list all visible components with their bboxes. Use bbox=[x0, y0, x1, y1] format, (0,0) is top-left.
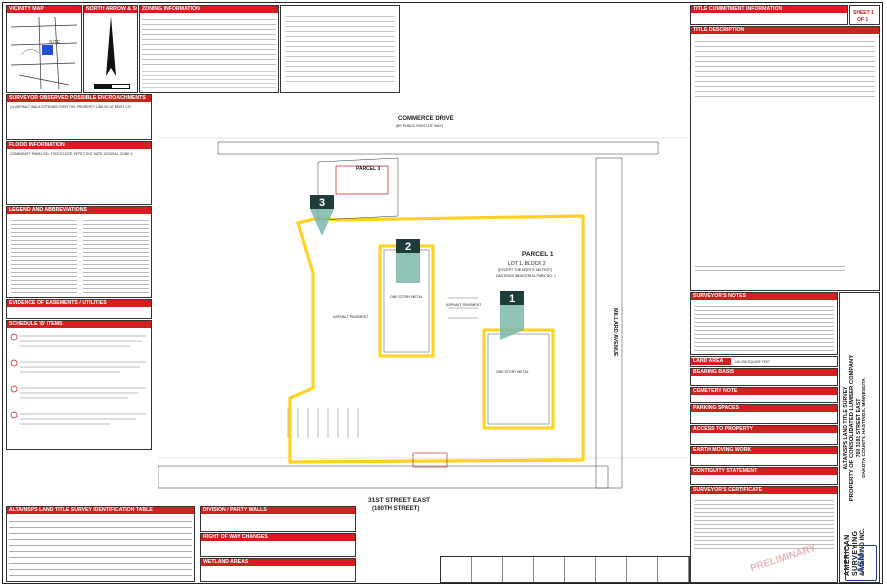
north-arrow-panel: NORTH ARROW & SCALE bbox=[83, 5, 138, 93]
certificate-panel: SURVEYOR'S CERTIFICATE PRELIMINARY bbox=[690, 486, 838, 583]
title-description-footer bbox=[695, 263, 845, 271]
revision-table bbox=[440, 556, 690, 583]
parcel3-label: PARCEL 3 bbox=[356, 166, 380, 172]
alta-table-header: ALTA/NSPS LAND TITLE SURVEY IDENTIFICATI… bbox=[7, 507, 194, 514]
site-label: SITE bbox=[49, 40, 61, 46]
site-plan: 3 2 1 COMMERCE DRIVE (80' PUBLIC RIGHT-O… bbox=[158, 116, 688, 512]
contiguity-panel: CONTIGUITY STATEMENT bbox=[690, 467, 838, 485]
encroachments-note: (1) ASPHALT WALK EXTENDS OVER THE PROPER… bbox=[10, 105, 132, 109]
north-arrow-icon bbox=[106, 16, 116, 76]
street-north-sub: (80' PUBLIC RIGHT-OF-WAY) bbox=[396, 124, 443, 128]
bearing-basis-panel: BEARING BASIS bbox=[690, 368, 838, 386]
revision-table-grid bbox=[441, 557, 689, 582]
parcel-badge-3: 3 bbox=[310, 195, 334, 236]
row-changes-panel: RIGHT OF WAY CHANGES bbox=[200, 533, 356, 557]
title-description-panel: TITLE DESCRIPTION bbox=[690, 26, 880, 291]
zoning-panel: ZONING INFORMATION bbox=[139, 5, 279, 93]
wetland-panel: WETLAND AREAS bbox=[200, 558, 356, 582]
flood-panel: FLOOD INFORMATION COMMUNITY PANEL NO. 27… bbox=[6, 141, 152, 205]
contiguity-header: CONTIGUITY STATEMENT bbox=[691, 468, 837, 475]
title-block: ALTA/NSPS LAND TITLE SURVEY PROPERTY OF … bbox=[839, 292, 880, 583]
row-changes-header: RIGHT OF WAY CHANGES bbox=[201, 534, 355, 541]
zoning-table bbox=[142, 15, 276, 65]
division-walls-header: DIVISION / PARTY WALLS bbox=[201, 507, 355, 514]
legend-col1 bbox=[11, 217, 77, 295]
access-panel: ACCESS TO PROPERTY bbox=[690, 425, 838, 445]
flood-header: FLOOD INFORMATION bbox=[7, 142, 151, 149]
surveyors-notes-header: SURVEYOR'S NOTES bbox=[691, 293, 837, 300]
street-north-label: COMMERCE DRIVE bbox=[398, 116, 454, 122]
building-label-1: ONE STORY METAL bbox=[496, 370, 529, 374]
scale-bar bbox=[94, 84, 130, 89]
notes-top-text bbox=[285, 12, 395, 82]
alta-table-rows bbox=[9, 516, 192, 580]
land-area-panel: LAND AREA 160,998 SQUARE FEET bbox=[690, 356, 838, 367]
street-south-sub: (160TH STREET) bbox=[372, 506, 419, 512]
notes-top-panel bbox=[280, 5, 400, 93]
parcel1-desc3: HASTINGS INDUSTRIAL PARK NO. 1 bbox=[496, 274, 556, 278]
vicinity-map-header: VICINITY MAP bbox=[7, 6, 81, 13]
parking-panel: PARKING SPACES bbox=[690, 404, 838, 424]
flood-note: COMMUNITY PANEL NO. 27037C0127E, EFFECTI… bbox=[10, 152, 133, 156]
wetland-header: WETLAND AREAS bbox=[201, 559, 355, 566]
cemetery-header: CEMETERY NOTE bbox=[691, 388, 837, 395]
certificate-text bbox=[694, 497, 834, 549]
title-commitment-header: TITLE COMMITMENT INFORMATION bbox=[691, 6, 847, 13]
schedule-b-panel: SCHEDULE 'B' ITEMS bbox=[6, 320, 152, 450]
parcel1-desc2: (EXCEPT THE NORTH 160 FEET) bbox=[498, 268, 552, 272]
parking-header: PARKING SPACES bbox=[691, 405, 837, 412]
badge-3-text: 3 bbox=[319, 197, 325, 209]
evidence-header: EVIDENCE OF EASEMENTS / UTILITIES bbox=[7, 300, 151, 307]
sheet-number-box: SHEET 1 OF 1 bbox=[849, 5, 880, 25]
asphalt-label-2: ASPHALT PAVEMENT bbox=[333, 315, 369, 319]
schedule-b-items bbox=[10, 333, 146, 425]
north-arrow-header: NORTH ARROW & SCALE bbox=[84, 6, 137, 13]
earth-moving-panel: EARTH MOVING WORK bbox=[690, 446, 838, 466]
asphalt-label-1: ASPHALT PAVEMENT bbox=[446, 303, 482, 307]
bearing-basis-header: BEARING BASIS bbox=[691, 369, 837, 376]
cemetery-panel: CEMETERY NOTE bbox=[690, 387, 838, 403]
logo-text: ASM bbox=[856, 553, 866, 573]
title-description-text bbox=[695, 37, 875, 97]
sheet-label: SHEET 1 bbox=[853, 10, 874, 16]
land-area-value: 160,998 SQUARE FEET bbox=[735, 360, 770, 364]
parcel1-desc: LOT 1, BLOCK 2 bbox=[508, 261, 546, 267]
division-walls-panel: DIVISION / PARTY WALLS bbox=[200, 506, 356, 532]
legend-panel: LEGEND AND ABBREVIATIONS bbox=[6, 206, 152, 298]
parcel-badge-2: 2 bbox=[396, 239, 420, 283]
badge-1-text: 1 bbox=[509, 293, 515, 305]
badge-2-text: 2 bbox=[405, 241, 411, 253]
title-commitment-panel: TITLE COMMITMENT INFORMATION bbox=[690, 5, 848, 25]
building-label-2: ONE STORY METAL bbox=[390, 295, 423, 299]
evidence-panel: EVIDENCE OF EASEMENTS / UTILITIES bbox=[6, 299, 152, 319]
legend-col2 bbox=[83, 217, 149, 295]
surveyors-notes-panel: SURVEYOR'S NOTES bbox=[690, 292, 838, 355]
surveyors-notes-text bbox=[694, 303, 834, 353]
street-east-label: MILLARD AVENUE bbox=[612, 308, 618, 357]
legend-header: LEGEND AND ABBREVIATIONS bbox=[7, 207, 151, 214]
parcel-badge-1: 1 bbox=[500, 291, 524, 340]
zoning-header: ZONING INFORMATION bbox=[140, 6, 278, 13]
schedule-b-header: SCHEDULE 'B' ITEMS bbox=[7, 321, 151, 328]
sheet-of: OF 1 bbox=[857, 17, 869, 23]
zoning-notes bbox=[142, 68, 276, 90]
alta-table-panel: ALTA/NSPS LAND TITLE SURVEY IDENTIFICATI… bbox=[6, 506, 195, 582]
earth-moving-header: EARTH MOVING WORK bbox=[691, 447, 837, 454]
encroachments-header: SURVEYOR OBSERVED POSSIBLE ENCROACHMENTS bbox=[7, 95, 151, 102]
land-area-header: LAND AREA bbox=[691, 358, 731, 365]
encroachments-panel: SURVEYOR OBSERVED POSSIBLE ENCROACHMENTS… bbox=[6, 94, 152, 140]
company-logo: ASM bbox=[845, 545, 877, 581]
parcel1-label: PARCEL 1 bbox=[522, 251, 554, 258]
title-description-header: TITLE DESCRIPTION bbox=[691, 27, 879, 34]
access-header: ACCESS TO PROPERTY bbox=[691, 426, 837, 433]
certificate-header: SURVEYOR'S CERTIFICATE bbox=[691, 487, 837, 494]
vicinity-map-panel: VICINITY MAP SITE bbox=[6, 5, 82, 93]
street-south-label: 31ST STREET EAST bbox=[368, 497, 430, 504]
vicinity-map-drawing bbox=[10, 16, 78, 90]
